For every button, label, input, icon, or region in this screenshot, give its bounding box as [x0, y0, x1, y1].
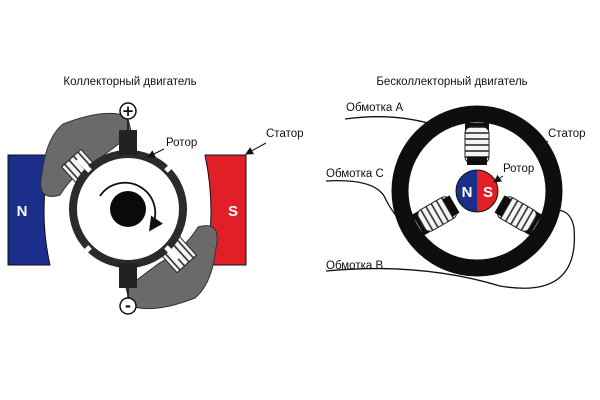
rotation-arrow: [99, 181, 164, 232]
rotor-label: Ротор: [166, 137, 197, 149]
rotor-north-half: [456, 170, 477, 212]
brushed-motor: Коллекторный двигатель N S: [7, 76, 304, 315]
winding-a-label: Обмотка А: [346, 102, 403, 114]
brushless-motor-title: Бесколлекторный двигатель: [376, 76, 527, 88]
brushed-motor-title: Коллекторный двигатель: [63, 76, 196, 88]
winding-b-wire: [325, 209, 576, 289]
brushless-stator-pointer: [535, 140, 549, 151]
rotor-south-half: [477, 170, 498, 212]
plus-terminal-icon: [119, 102, 137, 120]
minus-symbol: -: [125, 297, 131, 315]
winding-c-label: Обмотка С: [326, 168, 384, 180]
rotor-pointer: [147, 148, 165, 158]
north-pole-letter: N: [17, 203, 28, 220]
rotor-south-letter: S: [483, 184, 493, 201]
brushless-rotor-pointer: [493, 174, 504, 183]
brush-top: [119, 130, 137, 155]
rotor-north-letter: N: [462, 184, 473, 201]
coil-lower-right: [494, 195, 542, 236]
brushless-stator-label: Статор: [548, 128, 586, 140]
plus-symbol: +: [122, 102, 135, 120]
coil-lower-left: [412, 195, 460, 236]
brush-bottom: [119, 263, 137, 288]
stator-label: Статор: [266, 128, 304, 140]
brushless-rotor-label: Ротор: [503, 163, 534, 175]
rotor-shaft: [110, 191, 146, 227]
stator-pointer: [245, 142, 267, 155]
coil-top: [464, 123, 490, 165]
south-pole-letter: S: [228, 203, 238, 220]
winding-b-label: Обмотка В: [326, 260, 383, 272]
minus-terminal-icon: [119, 297, 137, 315]
brushless-motor: Бесколлекторный двигатель N S: [325, 76, 586, 289]
